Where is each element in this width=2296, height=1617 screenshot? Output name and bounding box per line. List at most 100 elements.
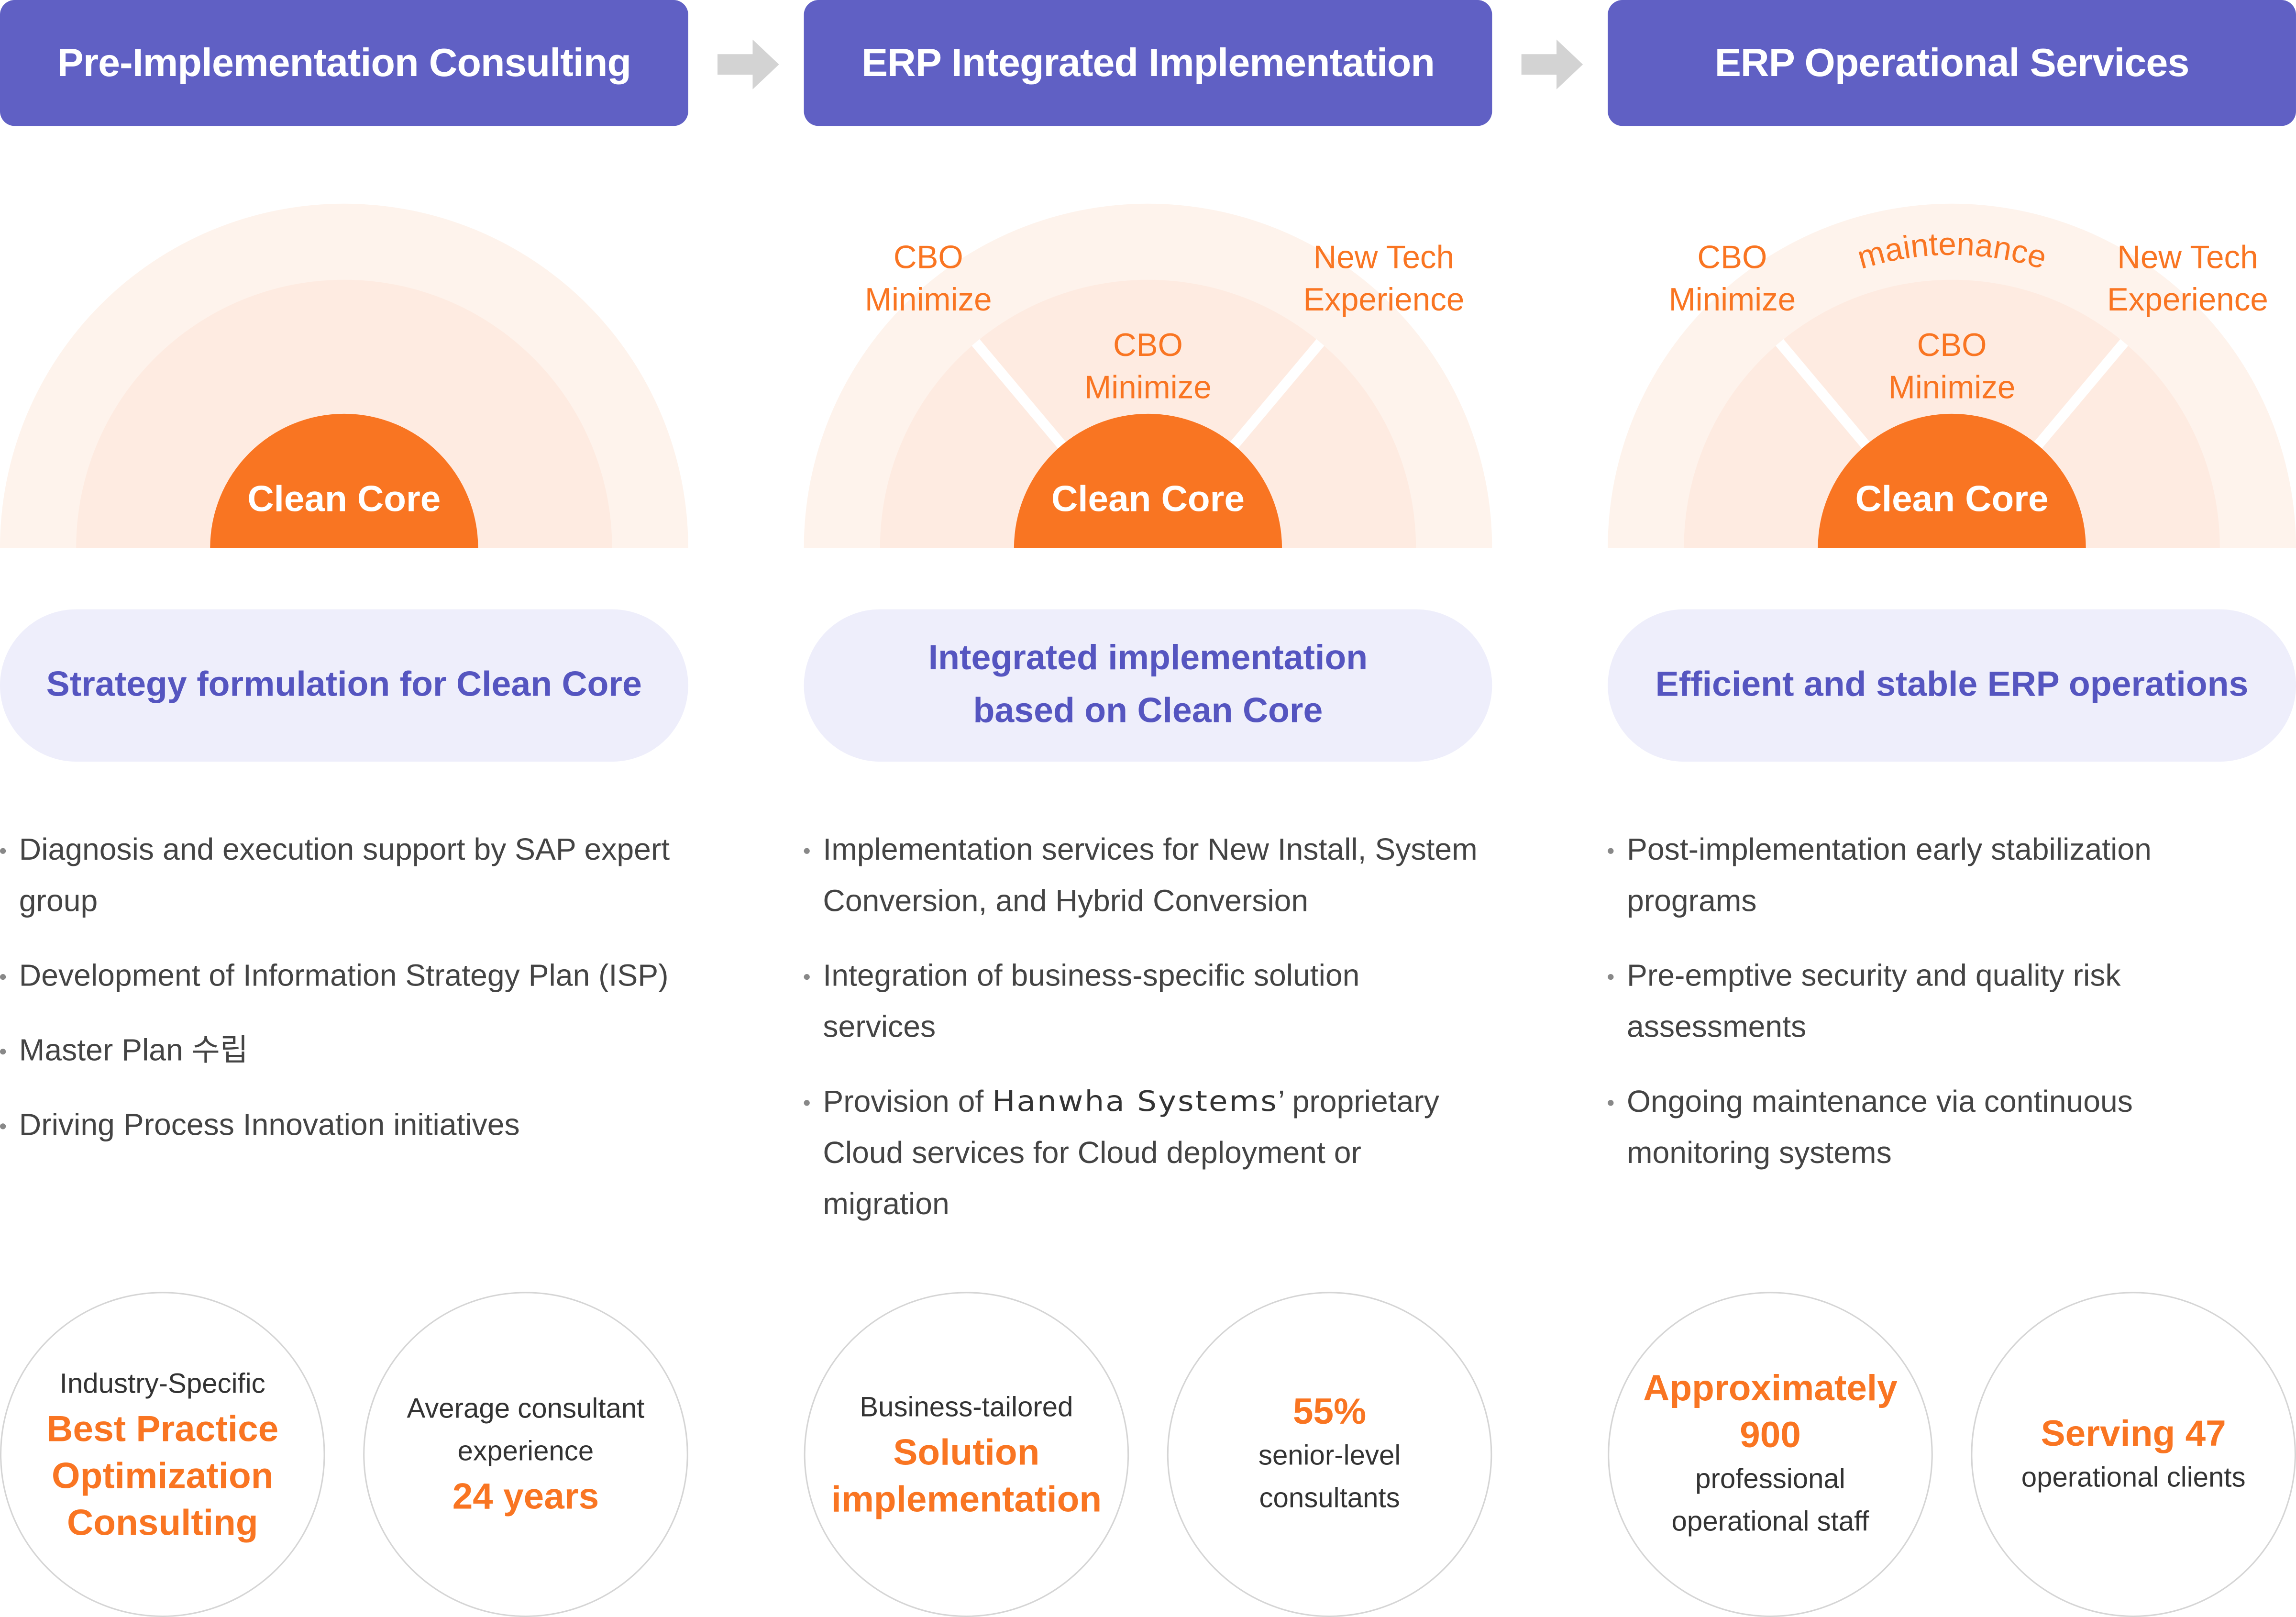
bullet-item: Master Plan 수립 xyxy=(0,1025,673,1076)
bullet-item: Ongoing maintenance via continuous monit… xyxy=(1608,1076,2281,1179)
stat-highlight: Serving 47 xyxy=(2041,1412,2226,1454)
bullet-dot-icon xyxy=(0,974,6,980)
segment-label: Experience xyxy=(1303,282,1464,318)
service-bullet-list: Implementation services for New Install,… xyxy=(804,825,1478,1254)
pill-text-line: Strategy formulation for Clean Core xyxy=(46,665,642,705)
stat-highlight: Optimization xyxy=(52,1455,274,1496)
bullet-text: Post-implementation early stabilization … xyxy=(1626,833,2152,919)
stat-highlight: Solution xyxy=(893,1431,1040,1473)
stage-summary-pill: Efficient and stable ERP operations xyxy=(1608,609,2296,762)
middle-ring xyxy=(1684,279,2220,548)
clean-core-label: Clean Core xyxy=(247,478,441,519)
stat-caption: operational staff xyxy=(1671,1507,1869,1538)
stat-caption: Business-tailored xyxy=(860,1392,1073,1423)
bullet-text: Driving Process Innovation initiatives xyxy=(19,1108,520,1143)
segment-label: Minimize xyxy=(1669,282,1796,318)
bullet-item: Implementation services for New Install,… xyxy=(804,825,1478,927)
bullet-item: Development of Information Strategy Plan… xyxy=(0,951,673,1002)
clean-core-diagram: Clean Core xyxy=(0,203,688,548)
segment-label: CBO xyxy=(894,239,963,275)
bullet-item: Diagnosis and execution support by SAP e… xyxy=(0,825,673,927)
clean-core-label: Clean Core xyxy=(1855,478,2049,519)
bullet-dot-icon xyxy=(1608,974,1614,980)
segment-divider xyxy=(971,339,1067,449)
bullet-dot-icon xyxy=(804,974,810,980)
stat-highlight: 24 years xyxy=(452,1476,599,1517)
service-bullet-list: Diagnosis and execution support by SAP e… xyxy=(0,825,673,1175)
segment-label: Minimize xyxy=(1888,370,2016,406)
clean-core-center xyxy=(1014,413,1282,548)
stage-summary-pill: Integrated implementation based on Clean … xyxy=(804,609,1492,762)
bullet-item: Pre-emptive security and quality risk as… xyxy=(1608,951,2281,1053)
stat-caption: Average consultant xyxy=(407,1394,645,1425)
stat-highlight: implementation xyxy=(831,1478,1102,1520)
bullet-dot-icon xyxy=(0,1049,6,1055)
arrow-right-icon xyxy=(1521,39,1583,89)
bullet-item: Post-implementation early stabilization … xyxy=(1608,825,2281,927)
stat-caption: operational clients xyxy=(2021,1462,2246,1494)
stage-summary-pill: Strategy formulation for Clean Core xyxy=(0,609,688,762)
bullet-item: Driving Process Innovation initiatives xyxy=(0,1100,673,1151)
middle-ring xyxy=(880,279,1416,548)
stat-caption: Industry-Specific xyxy=(59,1369,265,1400)
stat-caption: professional xyxy=(1695,1464,1845,1495)
segment-divider xyxy=(1776,339,1870,449)
bullet-dot-icon xyxy=(804,1100,810,1106)
bullet-text: Integration of business-specific solutio… xyxy=(823,959,1360,1044)
stat-circle: 55% senior-level consultants xyxy=(1167,1292,1492,1617)
bullet-text: ’ proprietary Cloud services for Cloud d… xyxy=(823,1085,1439,1222)
bullet-dot-icon xyxy=(1608,848,1614,854)
segment-label: Minimize xyxy=(1084,370,1212,406)
segment-divider xyxy=(2033,339,2129,449)
stat-highlight: 900 xyxy=(1740,1415,1801,1456)
bullet-text: Development of Information Strategy Plan… xyxy=(19,959,669,993)
segment-label: New Tech xyxy=(1314,239,1454,275)
middle-ring xyxy=(76,279,612,548)
bullet-text: Provision of xyxy=(823,1085,993,1119)
segment-divider xyxy=(1229,339,1325,449)
bullet-dot-icon xyxy=(0,1123,6,1130)
bullet-dot-icon xyxy=(1608,1100,1614,1106)
segment-label: Minimize xyxy=(865,282,992,318)
bullet-text: Ongoing maintenance via continuous monit… xyxy=(1626,1085,2133,1171)
stage-header: Pre-Implementation Consulting xyxy=(0,0,688,126)
pill-text-line: Efficient and stable ERP operations xyxy=(1655,665,2249,705)
bullet-text: Implementation services for New Install,… xyxy=(823,833,1478,919)
bullet-item: Provision of Hanwha Systems’ proprietary… xyxy=(804,1076,1478,1230)
stat-highlight: Approximately xyxy=(1643,1368,1898,1409)
pill-text-line: Integrated implementation xyxy=(928,638,1368,678)
bullet-dot-icon xyxy=(0,848,6,854)
bullet-text: Diagnosis and execution support by SAP e… xyxy=(19,833,670,919)
stat-caption: senior-level xyxy=(1258,1441,1401,1472)
pill-text-line: based on Clean Core xyxy=(973,691,1323,731)
bullet-item: Integration of business-specific solutio… xyxy=(804,951,1478,1053)
bullet-text: Pre-emptive security and quality risk as… xyxy=(1626,959,2121,1044)
segment-label: Experience xyxy=(2107,282,2268,318)
stage-header: ERP Operational Services xyxy=(1608,0,2296,126)
segment-label: CBO xyxy=(1697,239,1767,275)
stage-header: ERP Integrated Implementation xyxy=(804,0,1492,126)
stat-circle: Approximately 900 professional operational … xyxy=(1608,1292,1933,1617)
hanwha-systems-logo-text: Hanwha Systems xyxy=(992,1085,1278,1118)
arrow-right-icon xyxy=(717,39,779,89)
segment-label: New Tech xyxy=(2117,239,2258,275)
stat-highlight: Best Practice xyxy=(46,1408,279,1450)
clean-core-center xyxy=(210,413,478,548)
service-bullet-list: Post-implementation early stabilization … xyxy=(1608,825,2281,1203)
stat-caption: consultants xyxy=(1259,1484,1400,1515)
clean-core-center xyxy=(1818,413,2086,548)
stat-highlight: Consulting xyxy=(67,1502,258,1543)
clean-core-label: Clean Core xyxy=(1051,478,1245,519)
segment-label: CBO xyxy=(1113,327,1183,363)
bullet-dot-icon xyxy=(804,848,810,854)
stat-highlight: 55% xyxy=(1292,1391,1367,1433)
